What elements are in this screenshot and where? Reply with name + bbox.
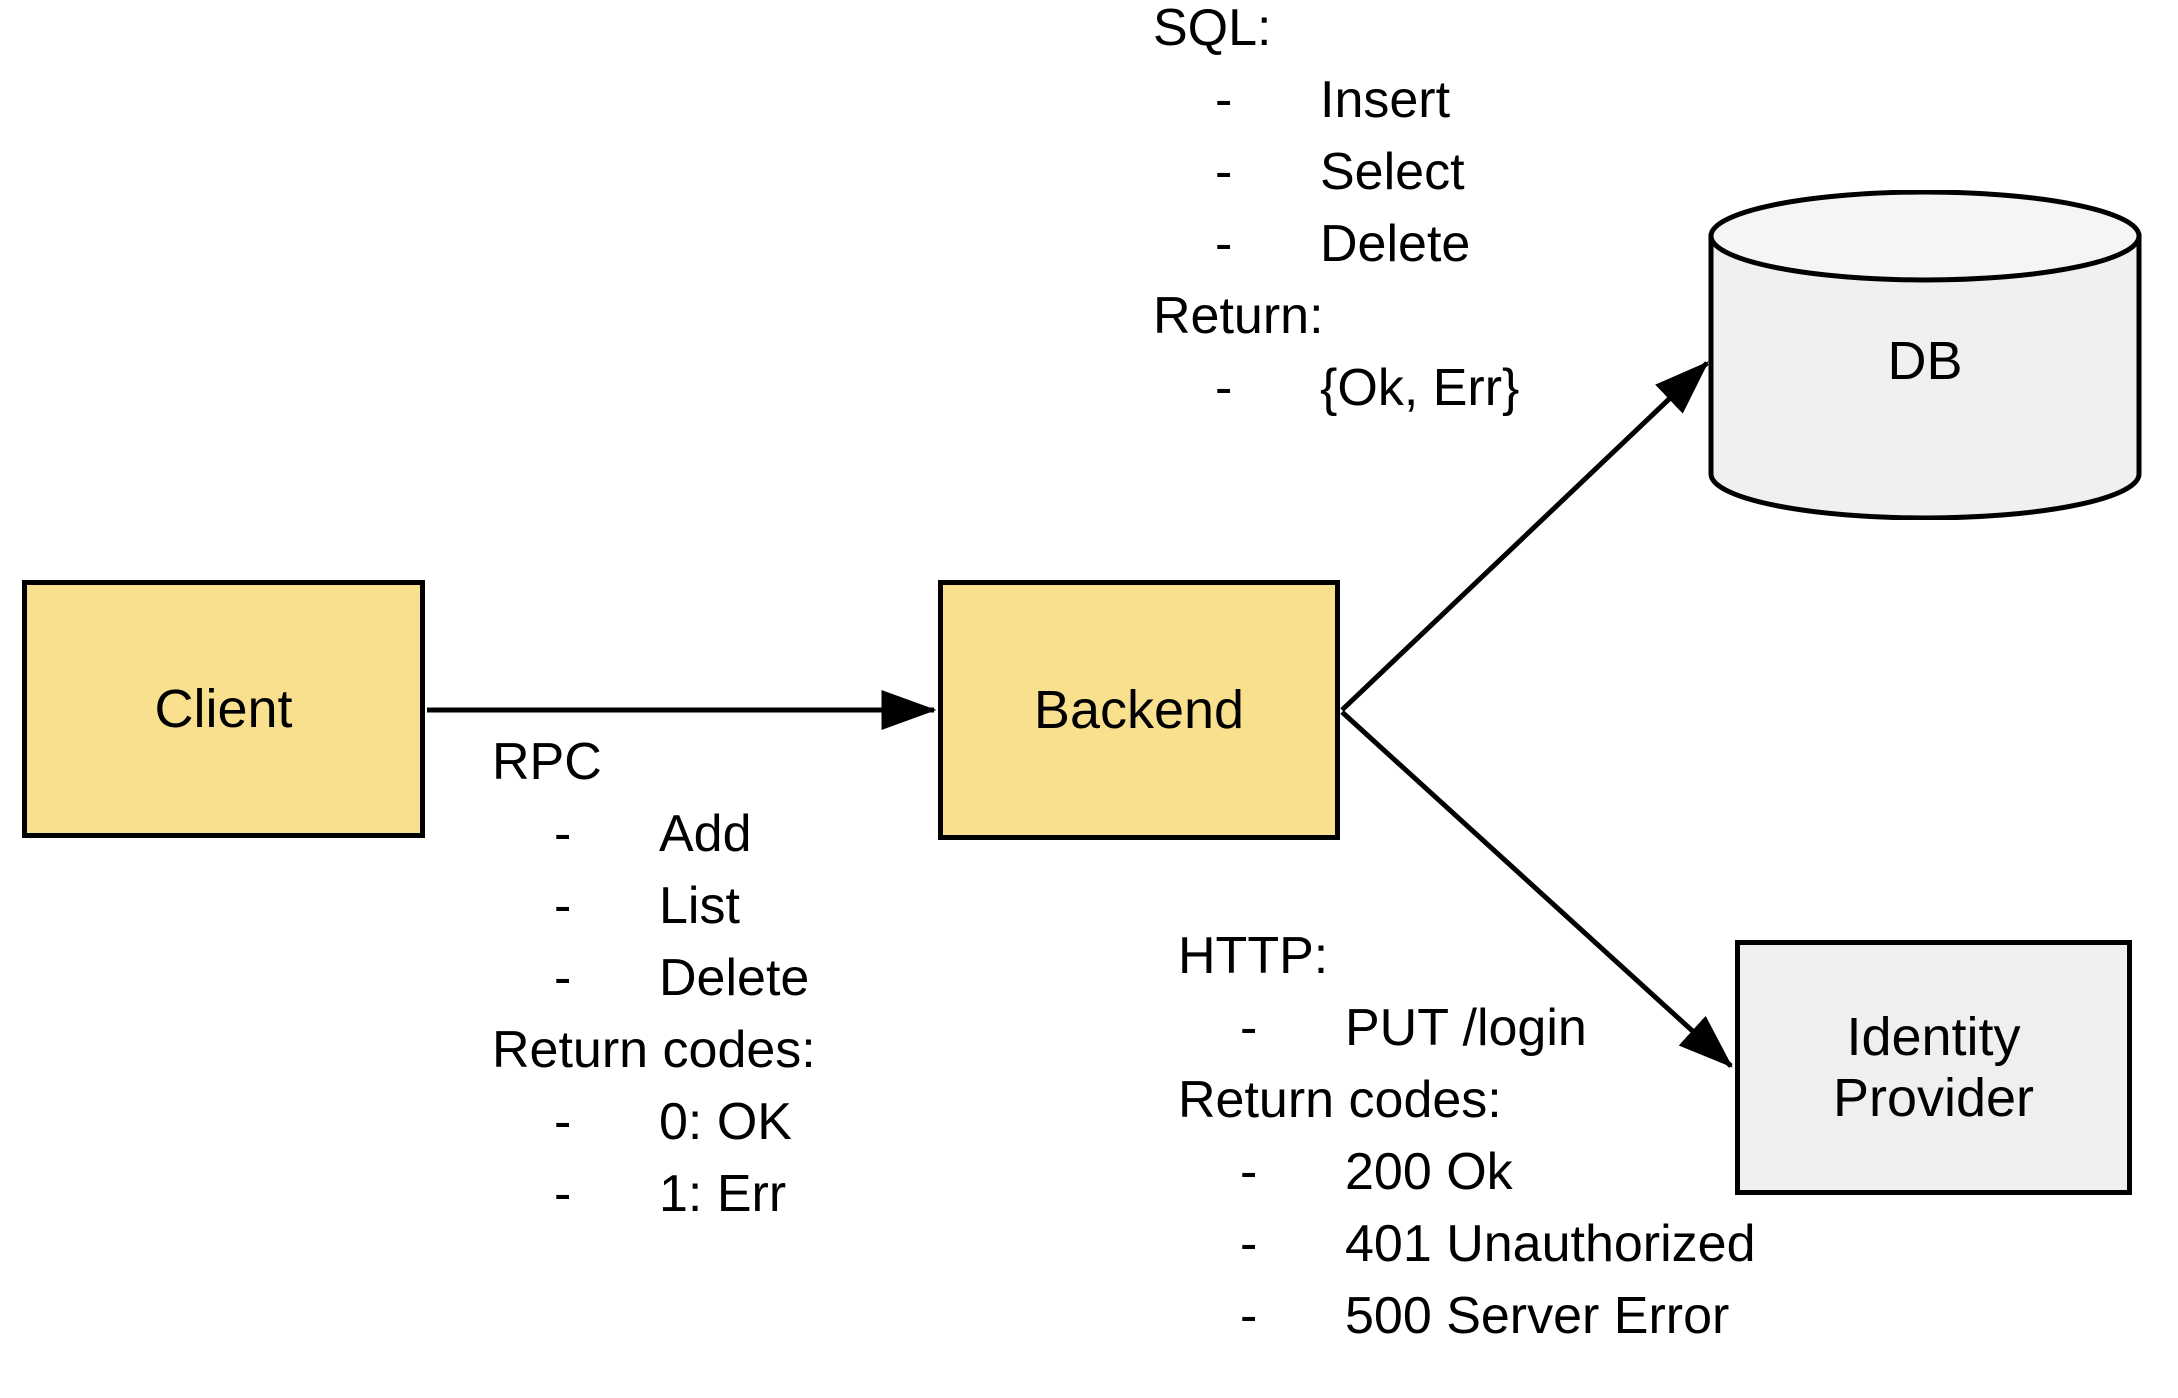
database-cylinder-icon bbox=[1708, 190, 2142, 520]
annotation-http: HTTP: -PUT /login Return codes: -200 Ok … bbox=[1178, 920, 1756, 1352]
annotation-http-heading: HTTP: bbox=[1178, 927, 1329, 985]
bullet-dash-icon: - bbox=[1215, 71, 1233, 129]
bullet-dash-icon: - bbox=[1240, 1215, 1258, 1273]
annotation-http-item-text: PUT /login bbox=[1345, 999, 1587, 1057]
annotation-rpc-item: - Delete bbox=[492, 942, 816, 1014]
bullet-dash-icon: - bbox=[554, 1165, 572, 1223]
node-identity-provider-label: Identity Provider bbox=[1832, 1007, 2035, 1128]
annotation-rpc-item-text: Delete bbox=[659, 949, 810, 1007]
annotation-rpc-item: - List bbox=[492, 870, 816, 942]
annotation-http-return-item: - 500 Server Error bbox=[1178, 1280, 1756, 1352]
bullet-dash-icon: - bbox=[554, 1093, 572, 1151]
annotation-http-return-item-text: 200 Ok bbox=[1345, 1143, 1513, 1201]
annotation-rpc-return-item: - 0: OK bbox=[492, 1086, 816, 1158]
bullet-dash-icon: - bbox=[1215, 143, 1233, 201]
node-db[interactable]: DB bbox=[1705, 190, 2145, 520]
annotation-http-return-item-text: 500 Server Error bbox=[1345, 1287, 1730, 1345]
annotation-rpc-return-item-text: 1: Err bbox=[659, 1165, 787, 1223]
annotation-rpc-return-item-text: 0: OK bbox=[659, 1093, 792, 1151]
annotation-sql-item: - Select bbox=[1153, 136, 1519, 208]
bullet-dash-icon: - bbox=[554, 877, 572, 935]
bullet-dash-icon: - bbox=[1215, 359, 1233, 417]
annotation-sql-return-item-text: {Ok, Err} bbox=[1320, 359, 1520, 417]
bullet-dash-icon: - bbox=[554, 949, 572, 1007]
annotation-sql: SQL: - Insert - Select - Delete Return: - {O… bbox=[1153, 0, 1519, 424]
annotation-rpc-item-text: Add bbox=[659, 805, 752, 863]
node-backend-label: Backend bbox=[1033, 679, 1245, 740]
annotation-sql-return-item: - {Ok, Err} bbox=[1153, 352, 1519, 424]
node-client[interactable]: Client bbox=[22, 580, 425, 838]
annotation-rpc-item: - Add bbox=[492, 798, 816, 870]
annotation-rpc-return-heading: Return codes: bbox=[492, 1021, 816, 1079]
bullet-dash-icon: - bbox=[1240, 1143, 1258, 1201]
annotation-http-return-item-text: 401 Unauthorized bbox=[1345, 1215, 1756, 1273]
annotation-sql-item: - Insert bbox=[1153, 64, 1519, 136]
annotation-http-return-heading: Return codes: bbox=[1178, 1071, 1502, 1129]
annotation-rpc-return-item: - 1: Err bbox=[492, 1158, 816, 1230]
node-backend[interactable]: Backend bbox=[938, 580, 1340, 840]
annotation-rpc-heading: RPC bbox=[492, 733, 602, 791]
annotation-sql-item-text: Insert bbox=[1320, 71, 1451, 129]
annotation-sql-heading: SQL: bbox=[1153, 0, 1272, 57]
annotation-sql-item-text: Delete bbox=[1320, 215, 1471, 273]
annotation-sql-return-heading: Return: bbox=[1153, 287, 1324, 345]
annotation-sql-item-text: Select bbox=[1320, 143, 1465, 201]
bullet-dash-icon: - bbox=[1240, 1287, 1258, 1345]
node-identity-provider[interactable]: Identity Provider bbox=[1735, 940, 2132, 1195]
node-client-label: Client bbox=[154, 678, 293, 739]
bullet-dash-icon: - bbox=[1240, 999, 1258, 1057]
annotation-http-return-item: - 401 Unauthorized bbox=[1178, 1208, 1756, 1280]
bullet-dash-icon: - bbox=[554, 805, 572, 863]
annotation-rpc-item-text: List bbox=[659, 877, 740, 935]
node-db-label: DB bbox=[1887, 330, 1963, 391]
annotation-http-return-item: - 200 Ok bbox=[1178, 1136, 1756, 1208]
annotation-rpc: RPC - Add - List - Delete Return codes: - 0:… bbox=[492, 726, 816, 1230]
annotation-sql-item: - Delete bbox=[1153, 208, 1519, 280]
bullet-dash-icon: - bbox=[1215, 215, 1233, 273]
annotation-http-item: - PUT /login bbox=[1178, 992, 1756, 1064]
